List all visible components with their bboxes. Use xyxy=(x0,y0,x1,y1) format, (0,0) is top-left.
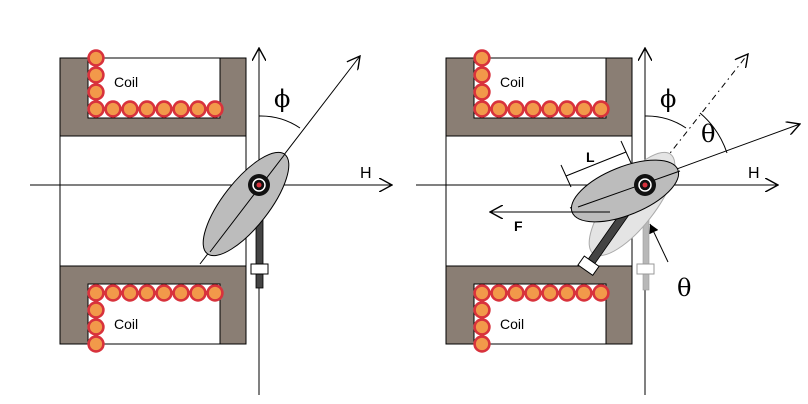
right-coils xyxy=(473,49,610,353)
left-coil-turn xyxy=(138,100,156,118)
right-ghost-nut xyxy=(636,263,655,275)
left-coil-turn xyxy=(87,301,105,319)
right-coil-turn xyxy=(490,284,508,302)
left-coil-turn xyxy=(172,100,190,118)
right-pendulum-angle-pointer xyxy=(649,223,669,263)
right-coil-turn xyxy=(558,284,576,302)
left-coil-turn xyxy=(104,100,122,118)
right-pivot xyxy=(634,174,656,196)
right-coil-turn xyxy=(558,100,576,118)
left-field-label: H xyxy=(360,165,372,182)
right-length-tick-right xyxy=(620,140,632,164)
right-coil-turn xyxy=(473,301,491,319)
right-coil-bottom-label: Coil xyxy=(500,316,524,332)
right-coil-top-label: Coil xyxy=(500,74,524,90)
left-coils xyxy=(87,49,224,353)
left-coil-turn xyxy=(87,335,105,353)
left-phi-arc xyxy=(258,115,301,129)
right-angle-theta: θ xyxy=(701,120,715,148)
left-coil-turn xyxy=(87,284,105,302)
left-coil-turn xyxy=(121,100,139,118)
left-coil-turn xyxy=(121,284,139,302)
right-coil-turn xyxy=(524,100,542,118)
left-coil-turn xyxy=(104,284,122,302)
right-coil-turn xyxy=(473,100,491,118)
right-coil-turn xyxy=(473,66,491,84)
left-rod-nut xyxy=(250,263,269,275)
right-coil-turn xyxy=(575,284,593,302)
right-coil-turn xyxy=(592,100,610,118)
left-coil-turn xyxy=(87,100,105,118)
right-coil-turn xyxy=(473,318,491,336)
right-reference-dashed-axis xyxy=(644,54,748,186)
right-coil-turn xyxy=(507,100,525,118)
left-coil-turn xyxy=(172,284,190,302)
right-magnet-axis-overlay xyxy=(577,170,681,208)
left-pivot xyxy=(248,174,270,196)
left-angle-phi: ϕ xyxy=(274,85,290,113)
right-coil-turn xyxy=(473,335,491,353)
left-panel: Coil Coil H ϕ xyxy=(30,48,392,395)
right-coil-turn xyxy=(507,284,525,302)
right-panel: Coil Coil H ϕ θ xyxy=(416,48,800,395)
right-length-label: L xyxy=(586,149,595,165)
left-coil-turn xyxy=(189,284,207,302)
right-coil-turn xyxy=(524,284,542,302)
right-coil-turn xyxy=(541,284,559,302)
right-rod-nut xyxy=(577,255,600,277)
left-coil-turn xyxy=(87,49,105,67)
right-coil-turn xyxy=(575,100,593,118)
right-phi-arc xyxy=(644,115,687,129)
right-coil-turn xyxy=(541,100,559,118)
right-coil-turn xyxy=(473,83,491,101)
right-frame xyxy=(445,57,633,345)
right-angle-phi: ϕ xyxy=(660,85,676,113)
right-coil-turn xyxy=(592,284,610,302)
right-length-tick-left xyxy=(560,164,572,188)
right-force-label: F xyxy=(514,218,523,234)
left-coil-turn xyxy=(155,284,173,302)
left-coil-turn xyxy=(189,100,207,118)
left-coil-turn xyxy=(206,284,224,302)
left-coil-bottom-label: Coil xyxy=(114,316,138,332)
right-field-label: H xyxy=(748,165,760,182)
right-coil-turn xyxy=(490,100,508,118)
right-coil-turn xyxy=(473,284,491,302)
left-coil-top-label: Coil xyxy=(114,74,138,90)
left-coil-turn xyxy=(155,100,173,118)
left-coil-turn xyxy=(87,83,105,101)
right-coil-turn xyxy=(473,49,491,67)
right-theta-arc xyxy=(699,112,728,154)
left-coil-turn xyxy=(87,66,105,84)
left-pivot-center xyxy=(256,182,262,188)
left-coil-turn xyxy=(206,100,224,118)
right-pivot-center xyxy=(642,182,648,188)
right-pendulum-angle-label: θ xyxy=(677,274,691,302)
left-magnet-axis-overlay xyxy=(209,153,286,253)
left-coil-turn xyxy=(138,284,156,302)
right-length-dimension xyxy=(565,151,627,177)
left-coil-turn xyxy=(87,318,105,336)
